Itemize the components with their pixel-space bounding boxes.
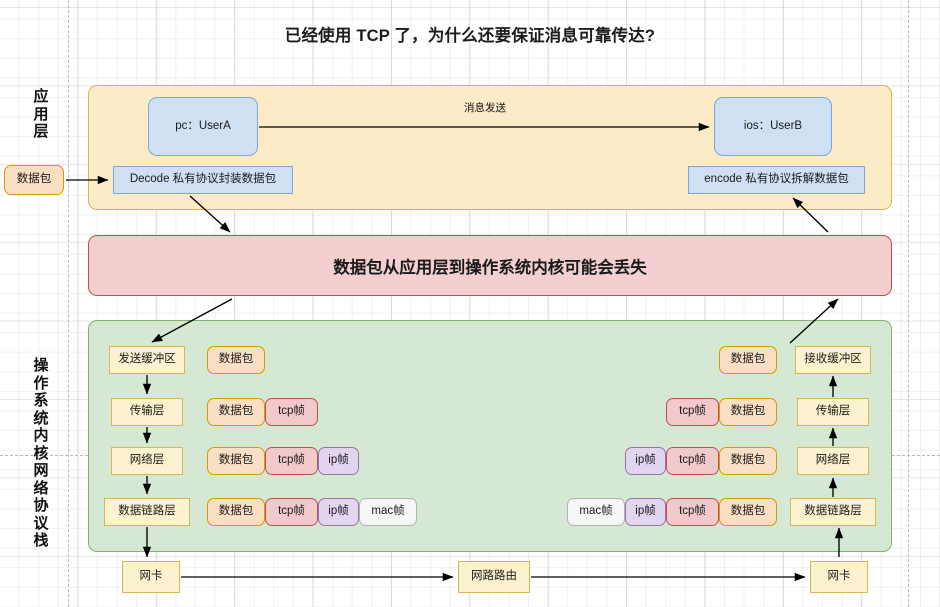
application-layer-label-char-1: 用 bbox=[33, 105, 49, 123]
packet-chip-r3-1[interactable]: ip帧 bbox=[625, 498, 666, 526]
packet-chip-r2-2[interactable]: 数据包 bbox=[719, 447, 777, 475]
kernel-stack-label-char-10: 栈 bbox=[33, 532, 49, 550]
kernel-stack-label-char-1: 作 bbox=[33, 374, 49, 392]
application-layer-label-char-0: 应 bbox=[33, 88, 49, 105]
side-label-kernel-stack: 操作系统内核网络协议栈 bbox=[24, 357, 58, 550]
application-layer-label-char-2: 层 bbox=[33, 123, 49, 141]
node-decode-encapsulate[interactable]: Decode 私有协议封装数据包 bbox=[113, 166, 293, 194]
packet-chip-r1-0[interactable]: tcp帧 bbox=[666, 398, 719, 426]
node-router[interactable]: 网路路由 bbox=[458, 561, 530, 593]
guide-line-vertical-right bbox=[908, 0, 909, 607]
kernel-stack-label-char-9: 议 bbox=[33, 514, 49, 532]
node-layer-left-0[interactable]: 传输层 bbox=[111, 398, 183, 426]
packet-chip-r2-1[interactable]: tcp帧 bbox=[666, 447, 719, 475]
node-layer-right-2[interactable]: 数据链路层 bbox=[790, 498, 876, 526]
node-recv-buffer[interactable]: 接收缓冲区 bbox=[795, 346, 871, 374]
kernel-stack-label-char-4: 内 bbox=[33, 427, 49, 445]
packet-chip-l0-0[interactable]: 数据包 bbox=[207, 346, 265, 374]
node-layer-left-2[interactable]: 数据链路层 bbox=[104, 498, 190, 526]
packet-chip-l1-1[interactable]: tcp帧 bbox=[265, 398, 318, 426]
packet-chip-l3-2[interactable]: ip帧 bbox=[318, 498, 359, 526]
kernel-stack-label-char-0: 操 bbox=[33, 357, 49, 374]
packet-chip-r1-1[interactable]: 数据包 bbox=[719, 398, 777, 426]
packet-chip-r0-0[interactable]: 数据包 bbox=[719, 346, 777, 374]
packet-chip-r3-2[interactable]: tcp帧 bbox=[666, 498, 719, 526]
node-nic-right[interactable]: 网卡 bbox=[810, 561, 868, 593]
packet-chip-r3-3[interactable]: 数据包 bbox=[719, 498, 777, 526]
guide-line-vertical-left bbox=[68, 0, 69, 607]
packet-chip-l2-1[interactable]: tcp帧 bbox=[265, 447, 318, 475]
side-label-application-layer: 应用层 bbox=[24, 88, 58, 141]
packet-chip-l1-0[interactable]: 数据包 bbox=[207, 398, 265, 426]
node-user-a[interactable]: pc：UserA bbox=[148, 97, 258, 156]
kernel-stack-label-char-7: 络 bbox=[33, 479, 49, 497]
node-layer-right-1[interactable]: 网络层 bbox=[797, 447, 869, 475]
packet-chip-l3-3[interactable]: mac帧 bbox=[359, 498, 417, 526]
warning-banner-text: 数据包从应用层到操作系统内核可能会丢失 bbox=[333, 258, 647, 277]
node-user-b[interactable]: ios：UserB bbox=[714, 97, 832, 156]
page-title: 已经使用 TCP 了，为什么还要保证消息可靠传达? bbox=[284, 27, 656, 45]
packet-chip-l3-1[interactable]: tcp帧 bbox=[265, 498, 318, 526]
node-layer-right-0[interactable]: 传输层 bbox=[797, 398, 869, 426]
node-layer-left-1[interactable]: 网络层 bbox=[111, 447, 183, 475]
kernel-stack-label-char-3: 统 bbox=[33, 409, 49, 427]
node-send-buffer[interactable]: 发送缓冲区 bbox=[109, 346, 185, 374]
input-packet-box[interactable]: 数据包 bbox=[4, 165, 64, 195]
kernel-stack-label-char-2: 系 bbox=[33, 392, 49, 410]
packet-chip-l2-2[interactable]: ip帧 bbox=[318, 447, 359, 475]
packet-chip-l2-0[interactable]: 数据包 bbox=[207, 447, 265, 475]
warning-banner: 数据包从应用层到操作系统内核可能会丢失 bbox=[88, 235, 892, 296]
kernel-stack-label-char-6: 网 bbox=[33, 462, 49, 480]
message-arrow-label: 消息发送 bbox=[464, 102, 506, 114]
node-encode-decapsulate[interactable]: encode 私有协议拆解数据包 bbox=[688, 166, 865, 194]
packet-chip-l3-0[interactable]: 数据包 bbox=[207, 498, 265, 526]
packet-chip-r3-0[interactable]: mac帧 bbox=[567, 498, 625, 526]
node-nic-left[interactable]: 网卡 bbox=[122, 561, 180, 593]
packet-chip-r2-0[interactable]: ip帧 bbox=[625, 447, 666, 475]
kernel-stack-label-char-8: 协 bbox=[33, 497, 49, 515]
kernel-stack-label-char-5: 核 bbox=[33, 444, 49, 462]
